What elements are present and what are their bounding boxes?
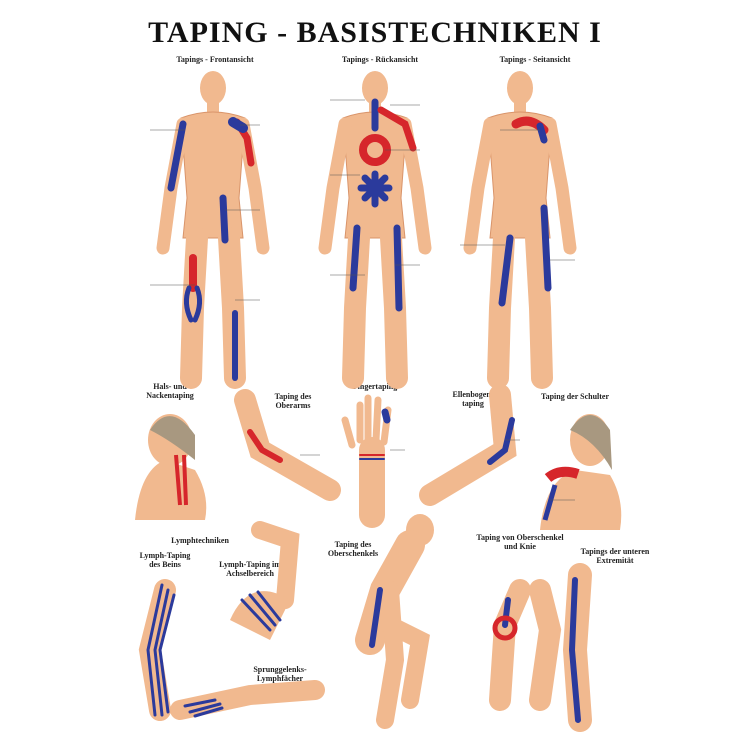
- figure-thigh: [355, 514, 434, 729]
- label-front-view: Tapings - Frontansicht: [176, 55, 254, 64]
- figure-elbow: [419, 384, 517, 506]
- figure-ankle-lymph: [170, 680, 325, 720]
- figure-lower-extremity: [562, 563, 592, 732]
- poster-title: TAPING - BASISTECHNIKEN I: [148, 16, 602, 49]
- label-back-view: Tapings - Rückansicht: [341, 55, 419, 64]
- label-finger: Fingertaping: [352, 382, 398, 391]
- label-thigh: Taping des Oberschenkels: [327, 540, 379, 559]
- label-lower-extremity: Tapings der unteren Extremität: [580, 547, 650, 566]
- figure-side: [470, 71, 570, 378]
- figure-upper-arm: [234, 389, 341, 501]
- label-lymph: Lymphtechniken: [171, 536, 229, 545]
- figure-shoulder: [540, 414, 622, 530]
- figure-neck: [135, 414, 207, 520]
- figure-hand: [341, 394, 392, 528]
- label-ankle-lymph: Sprunggelenks-Lymphfächer: [253, 665, 307, 684]
- label-shoulder: Taping der Schulter: [540, 392, 609, 401]
- label-thigh-knee: Taping von Oberschenkel und Knie: [476, 533, 564, 552]
- label-lymph-leg: Lymph-Taping des Beins: [139, 551, 191, 570]
- figure-front: [163, 71, 263, 378]
- figure-lymph-axilla: [230, 521, 300, 640]
- figure-back: [325, 71, 425, 378]
- figure-thigh-knee: [489, 579, 562, 711]
- label-elbow: Ellenbogen-taping: [452, 390, 494, 409]
- label-lymph-axilla: Lymph-Taping im Achselbereich: [219, 560, 281, 579]
- label-neck: Hals- und Nackentaping: [146, 382, 194, 401]
- figure-lymph-leg: [138, 579, 176, 721]
- label-side-view: Tapings - Seitansicht: [499, 55, 571, 64]
- label-upper-arm: Taping des Oberarms: [274, 392, 312, 411]
- annotation-lines: [150, 99, 575, 501]
